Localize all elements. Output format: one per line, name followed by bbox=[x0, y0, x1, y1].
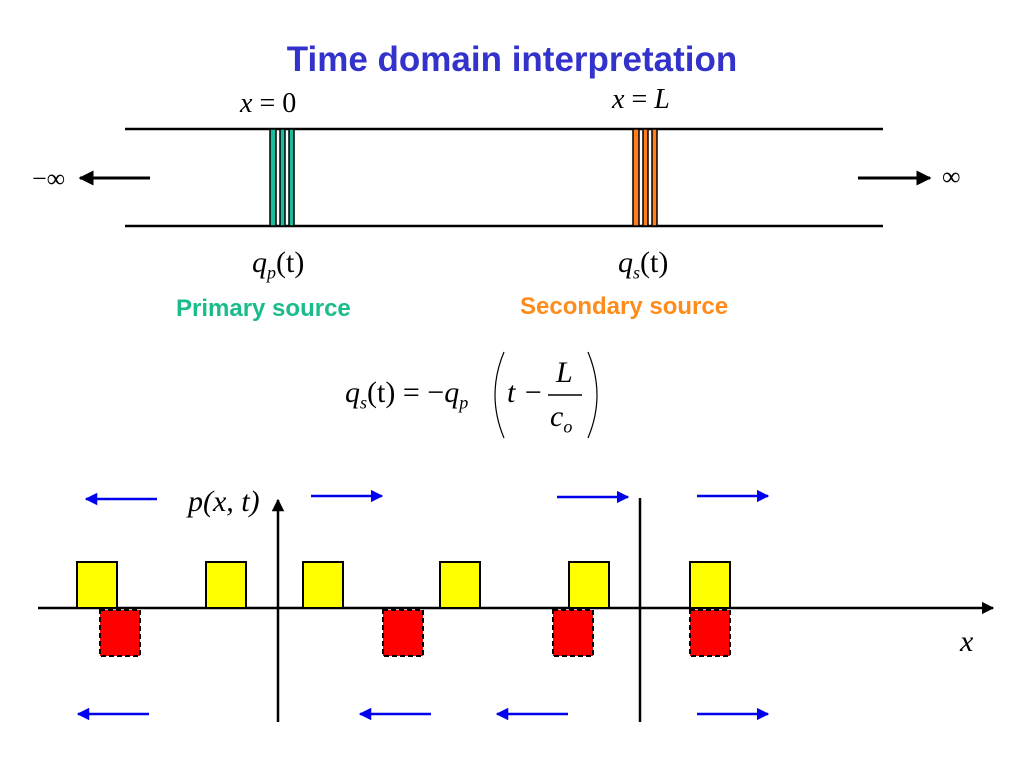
eq-lhs-sub: s bbox=[360, 392, 368, 413]
equation-numerator: L bbox=[556, 356, 573, 389]
equation-t-minus: t − bbox=[507, 378, 543, 408]
pulse-negative bbox=[99, 609, 141, 657]
signal-sub: p bbox=[267, 262, 276, 283]
secondary-source-marker bbox=[632, 128, 658, 227]
primary-signal-label: qp(t) bbox=[252, 246, 305, 283]
pulse-positive bbox=[568, 561, 610, 609]
y-axis-label: p(x, t) bbox=[188, 485, 260, 518]
signal-q: q bbox=[252, 246, 267, 279]
eq-den-sub: o bbox=[563, 416, 573, 437]
position-val: L bbox=[654, 84, 670, 115]
primary-position-label: x = 0 bbox=[240, 90, 296, 118]
page-title: Time domain interpretation bbox=[286, 40, 738, 79]
secondary-position-label: x = L bbox=[612, 86, 670, 114]
signal-arg: (t) bbox=[276, 246, 305, 279]
eq-rhs-sub: p bbox=[459, 392, 469, 413]
pulse-positive bbox=[76, 561, 118, 609]
left-infinity-label: −∞ bbox=[32, 164, 66, 193]
position-eq: = bbox=[624, 84, 655, 115]
pulse-negative bbox=[382, 609, 424, 657]
eq-equals: = − bbox=[402, 376, 445, 409]
eq-lhs-arg: (t) bbox=[367, 376, 396, 409]
equation-right-paren bbox=[587, 351, 598, 439]
equation-lhs-rhs: qs(t) = −qp bbox=[345, 376, 469, 413]
eq-lhs-q: q bbox=[345, 376, 360, 409]
eq-t-minus: t − bbox=[507, 376, 544, 409]
primary-source-label: Primary source bbox=[176, 295, 351, 322]
equation-left-paren bbox=[494, 351, 505, 439]
x-axis-label: x bbox=[960, 625, 974, 658]
pulse-positive bbox=[689, 561, 731, 609]
pulse-negative bbox=[689, 609, 731, 657]
position-val: 0 bbox=[282, 88, 297, 119]
position-eq: = bbox=[252, 88, 283, 119]
position-var: x bbox=[612, 84, 625, 115]
signal-q: q bbox=[618, 246, 633, 279]
pulse-positive bbox=[205, 561, 247, 609]
signal-sub: s bbox=[633, 262, 641, 283]
position-var: x bbox=[240, 88, 253, 119]
primary-source-marker bbox=[269, 128, 295, 227]
pulse-negative bbox=[552, 609, 594, 657]
secondary-signal-label: qs(t) bbox=[618, 246, 669, 283]
eq-den-c: c bbox=[550, 400, 564, 433]
pulse-positive bbox=[439, 561, 481, 609]
pulse-positive bbox=[302, 561, 344, 609]
eq-rhs-q: q bbox=[444, 376, 460, 409]
equation-denominator: co bbox=[550, 400, 573, 437]
signal-arg: (t) bbox=[640, 246, 669, 279]
secondary-source-label: Secondary source bbox=[520, 293, 729, 320]
right-infinity-label: ∞ bbox=[942, 162, 961, 191]
